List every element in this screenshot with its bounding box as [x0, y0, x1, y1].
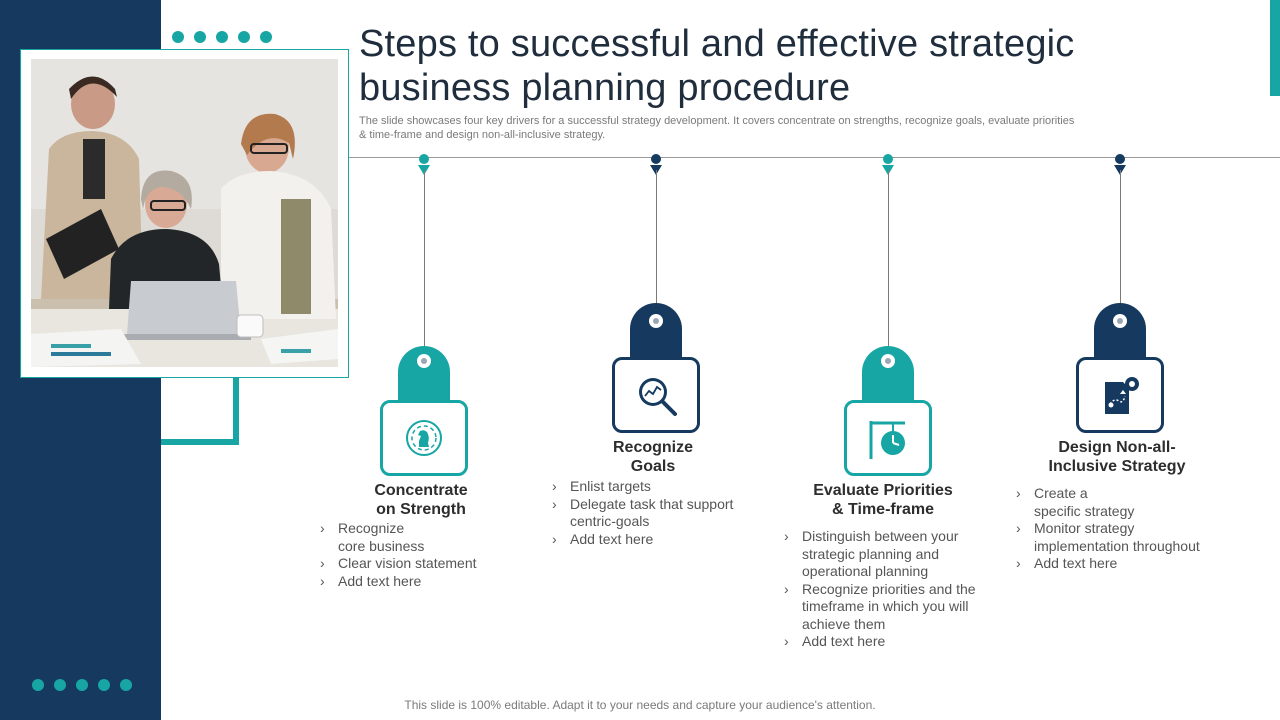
slide-title: Steps to successful and effective strate… — [359, 22, 1239, 110]
subtitle-line-1: The slide showcases four key drivers for… — [359, 115, 1075, 127]
step-3-connector — [888, 170, 889, 356]
list-item: Add text here — [1015, 555, 1230, 573]
teal-bracket-accent — [161, 370, 239, 445]
step-3-title-line-1: Evaluate Priorities — [813, 482, 953, 499]
step-4-tag — [1094, 303, 1146, 363]
photo-frame — [20, 49, 349, 378]
list-item: Add text here — [783, 633, 998, 651]
magnifier-chart-icon — [639, 378, 677, 416]
team-meeting-photo — [31, 59, 338, 367]
timeline-line — [349, 157, 1280, 158]
step-4-title-line-2: Inclusive Strategy — [1048, 458, 1186, 475]
step-4-title-line-1: Design Non-all- — [1058, 439, 1176, 456]
step-4-icon-box — [1076, 357, 1164, 433]
step-1-connector — [424, 170, 425, 356]
right-teal-accent — [1270, 0, 1280, 96]
slide-subtitle: The slide showcases four key drivers for… — [359, 114, 1159, 142]
title-line-1: Steps to successful and effective strate… — [359, 23, 1075, 65]
step-1-title-line-1: Concentrate — [374, 482, 468, 499]
signpost-clock-icon — [869, 421, 905, 459]
list-item: Clear vision statement — [319, 555, 519, 573]
list-item: Enlist targets — [551, 478, 761, 496]
step-2-title-line-2: Goals — [630, 458, 676, 475]
step-2-title-line-1: Recognize — [612, 439, 693, 456]
step-1-title-line-2: on Strength — [376, 501, 466, 518]
step-2-connector — [656, 170, 657, 314]
step-2-title: Recognize Goals — [563, 438, 743, 476]
step-1-title: Concentrate on Strength — [331, 481, 511, 519]
subtitle-line-2: & time-frame and design non-all-inclusiv… — [359, 129, 606, 141]
decorative-dots-top — [172, 31, 272, 43]
step-3-title-line-2: & Time-frame — [832, 501, 934, 518]
decorative-dots-bottom — [32, 679, 132, 691]
title-line-2: business planning procedure — [359, 67, 851, 109]
step-4-title: Design Non-all- Inclusive Strategy — [1027, 438, 1207, 476]
list-item: Add text here — [551, 531, 761, 549]
step-1-tag — [398, 346, 450, 406]
step-3-tag — [862, 346, 914, 406]
step-3-icon-box — [844, 400, 932, 476]
footer-note: This slide is 100% editable. Adapt it to… — [404, 698, 876, 712]
step-2-tag — [630, 303, 682, 363]
step-2-bullets: Enlist targets Delegate task that suppor… — [551, 478, 761, 548]
step-4-connector — [1120, 170, 1121, 314]
chess-knight-target-icon — [406, 420, 442, 456]
strategy-map-gear-icon — [1105, 377, 1139, 414]
step-1-icon-box — [380, 400, 468, 476]
step-3-title: Evaluate Priorities & Time-frame — [793, 481, 973, 519]
list-item: Add text here — [319, 573, 519, 591]
step-2-icon-box — [612, 357, 700, 433]
